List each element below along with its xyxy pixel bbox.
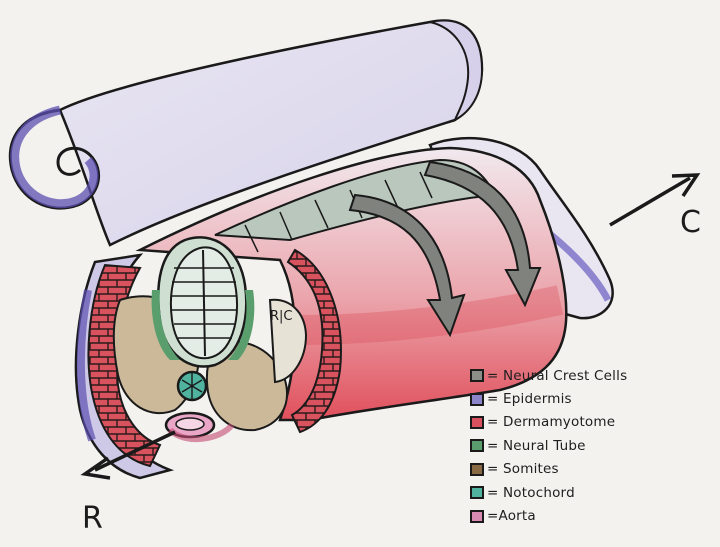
legend-label: = Dermamyotome (487, 414, 616, 431)
epidermis-upper-sheet (8, 19, 484, 247)
dermamyotome-swatch (470, 415, 484, 429)
caudal-label: C (680, 205, 701, 240)
legend-item: = Epidermis (470, 387, 715, 410)
epidermis-swatch (470, 392, 484, 406)
notochord-swatch (470, 486, 484, 500)
neural-tube (151, 236, 255, 368)
rostral-arrow (80, 430, 176, 480)
legend: = Neural Crest Cells = Epidermis = Dermamy… (470, 364, 715, 528)
legend-item: = Neural Tube (470, 434, 715, 457)
neural-crest-swatch (470, 369, 484, 383)
legend-item: =Aorta (470, 504, 715, 527)
legend-label: = Neural Tube (487, 437, 586, 454)
notochord (176, 370, 208, 402)
somites-swatch (470, 462, 484, 476)
legend-item: = Neural Crest Cells (470, 364, 715, 387)
legend-label: = Neural Crest Cells (487, 367, 628, 384)
legend-label: =Aorta (487, 508, 536, 525)
legend-label: = Epidermis (487, 391, 572, 408)
neural-tube-swatch (470, 439, 484, 453)
aorta-swatch (470, 509, 484, 523)
dermamyotome-right (286, 248, 342, 434)
caudal-arrow (609, 173, 701, 227)
legend-label: = Somites (487, 461, 559, 478)
legend-item: = Somites (470, 458, 715, 481)
legend-item: = Notochord (470, 481, 715, 504)
rc-label: R|C (270, 309, 293, 324)
legend-item: = Dermamyotome (470, 411, 715, 434)
neural-crest-arrows (348, 160, 542, 338)
legend-label: = Notochord (487, 484, 575, 501)
rostral-label: R (82, 501, 103, 536)
